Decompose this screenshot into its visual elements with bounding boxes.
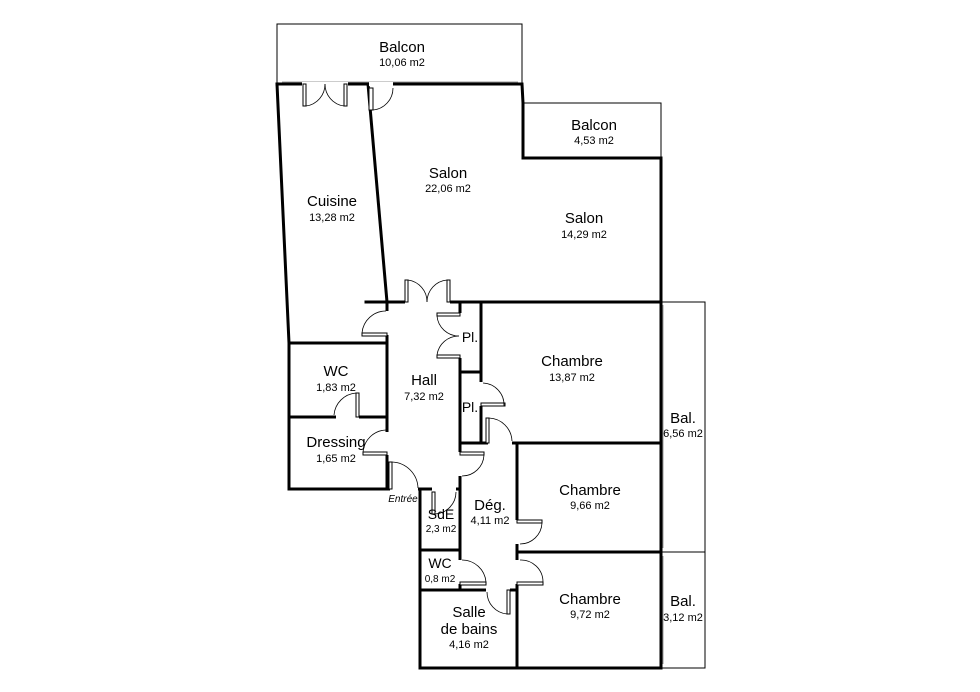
- room-area-wc-1: 1,83 m2: [316, 382, 356, 394]
- room-area-salle-de-bains: 4,16 m2: [449, 639, 489, 651]
- room-area-chambre-3: 9,72 m2: [570, 609, 610, 621]
- balconies-outline: [276, 23, 706, 669]
- room-name-salle-de-bains-2: de bains: [441, 621, 498, 638]
- room-area-bal-2: 3,12 m2: [663, 612, 703, 624]
- room-name-placard-2: Pl.: [462, 399, 478, 415]
- room-labels: Balcon 10,06 m2 Balcon 4,53 m2 Salon 22,…: [306, 39, 702, 651]
- doors: [302, 82, 544, 615]
- room-name-salon-1: Salon: [429, 165, 467, 182]
- room-name-bal-1: Bal.: [670, 410, 696, 427]
- room-area-chambre-1: 13,87 m2: [549, 372, 595, 384]
- room-name-degagement: Dég.: [474, 497, 506, 514]
- room-name-dressing: Dressing: [306, 434, 365, 451]
- room-area-balcon-right: 4,53 m2: [574, 135, 614, 147]
- room-area-cuisine: 13,28 m2: [309, 212, 355, 224]
- room-area-sde: 2,3 m2: [426, 524, 457, 535]
- room-name-placard-1: Pl.: [462, 329, 478, 345]
- room-name-chambre-1: Chambre: [541, 353, 603, 370]
- room-name-chambre-3: Chambre: [559, 591, 621, 608]
- room-name-balcon-top: Balcon: [379, 39, 425, 56]
- room-area-balcon-top: 10,06 m2: [379, 57, 425, 69]
- room-name-chambre-2: Chambre: [559, 482, 621, 499]
- room-name-cuisine: Cuisine: [307, 193, 357, 210]
- room-area-hall: 7,32 m2: [404, 391, 444, 403]
- room-name-salle-de-bains: Salle: [452, 604, 485, 621]
- room-area-salon-1: 22,06 m2: [425, 183, 471, 195]
- room-area-salon-2: 14,29 m2: [561, 229, 607, 241]
- room-name-salon-2: Salon: [565, 210, 603, 227]
- room-name-balcon-right: Balcon: [571, 117, 617, 134]
- room-name-bal-2: Bal.: [670, 593, 696, 610]
- room-name-sde: SdE: [428, 506, 454, 522]
- entrance-label: Entrée: [388, 494, 418, 505]
- room-area-degagement: 4,11 m2: [471, 515, 510, 527]
- room-area-bal-1: 6,56 m2: [663, 428, 703, 440]
- room-area-chambre-2: 9,66 m2: [570, 500, 610, 512]
- room-name-wc-1: WC: [324, 363, 349, 380]
- room-name-hall: Hall: [411, 372, 437, 389]
- room-area-wc-2: 0,8 m2: [425, 574, 456, 585]
- room-name-wc-2: WC: [428, 555, 451, 571]
- room-area-dressing: 1,65 m2: [316, 453, 356, 465]
